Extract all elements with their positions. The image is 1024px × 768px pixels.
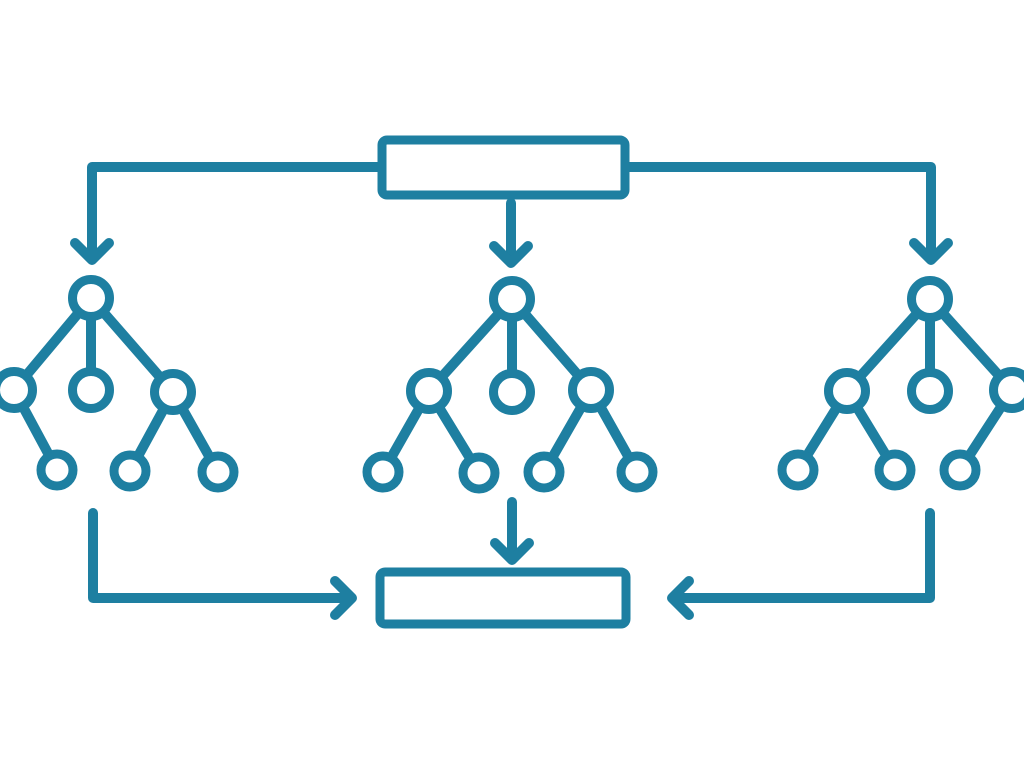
arrowhead-down-icon (489, 241, 533, 268)
tree-node (362, 451, 404, 493)
connector-shaft (87, 162, 387, 258)
arrow-connector-right-tree-to-bottom-box (667, 508, 935, 620)
arrowhead-down-icon (70, 238, 114, 265)
arrow-connector-top-box-to-right-tree (620, 162, 953, 265)
tree-root-node (907, 276, 953, 322)
tree-node (939, 449, 981, 491)
tree-node (68, 367, 114, 413)
subtree-right-tree (777, 276, 1024, 491)
connector-shaft (88, 508, 350, 603)
tree-node (989, 367, 1024, 413)
arrow-connector-top-box-to-left-tree (70, 162, 387, 265)
tree-node (523, 451, 565, 493)
tree-node (197, 451, 239, 493)
tree-root-node (68, 275, 114, 321)
subtree-left-tree (0, 275, 239, 493)
tree-node (489, 369, 535, 415)
tree-node (0, 367, 37, 413)
arrowhead-down-icon (909, 238, 953, 265)
top-box (377, 135, 630, 200)
tree-node (616, 451, 658, 493)
subtree-middle-tree (362, 276, 658, 494)
tree-node (458, 452, 500, 494)
tree-node (777, 449, 819, 491)
bottom-box (375, 567, 631, 629)
arrow-connector-middle-tree-to-bottom-box (490, 497, 534, 565)
tree-node (150, 369, 196, 415)
arrowhead-left-icon (667, 576, 694, 620)
connector-shaft (620, 162, 936, 258)
connector-arrows (70, 162, 953, 620)
arrowhead-right-icon (330, 576, 357, 620)
arrow-connector-top-box-to-middle-tree (489, 198, 533, 268)
tree-node (874, 449, 916, 491)
tree-node (36, 449, 78, 491)
tree-node (406, 368, 452, 414)
tree-root-node (489, 276, 535, 322)
connector-shaft (674, 508, 935, 603)
arrowhead-down-icon (490, 538, 534, 565)
tree-node (824, 368, 870, 414)
tree-node (568, 367, 614, 413)
tree-node (109, 450, 151, 492)
arrow-connector-left-tree-to-bottom-box (88, 508, 357, 620)
tree-node (907, 368, 953, 414)
